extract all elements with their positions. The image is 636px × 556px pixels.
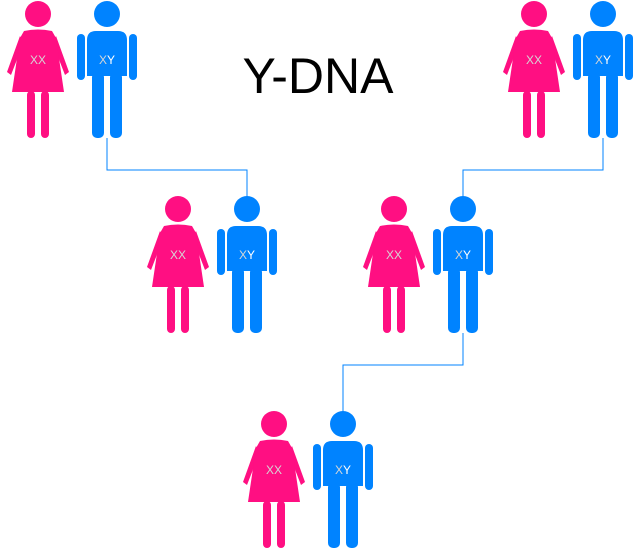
man-leg-left [328, 482, 340, 548]
man-icon [313, 411, 373, 548]
man-leg-right [346, 482, 358, 548]
connector-layer [106, 138, 604, 412]
woman-icon [7, 1, 69, 138]
y-inheritance-connector [342, 333, 464, 412]
man-leg-right [110, 72, 122, 138]
man-icon [573, 1, 633, 138]
man-head [450, 196, 476, 222]
woman-chromosome-label: XX [30, 53, 46, 67]
man-arm-right [485, 229, 493, 275]
man-chromosome-label: XY [595, 53, 611, 67]
woman-icon [503, 1, 565, 138]
man-head [590, 1, 616, 27]
woman-leg-right [537, 91, 545, 138]
man-arm-right [269, 229, 277, 275]
woman-leg-right [41, 91, 49, 138]
man-arm-left [77, 34, 85, 80]
man-chromosome-label: XY [99, 53, 115, 67]
man-arm-right [365, 444, 373, 490]
woman-head [261, 411, 287, 437]
man-torso [443, 226, 483, 271]
man-leg-right [466, 267, 478, 333]
man-leg-left [92, 72, 104, 138]
man-chromosome-label: XY [335, 463, 351, 477]
man-arm-left [433, 229, 441, 275]
woman-leg-left [383, 286, 391, 333]
woman-icon [243, 411, 305, 548]
woman-head [521, 1, 547, 27]
diagram-title: Y-DNA [242, 48, 394, 104]
woman-head [25, 1, 51, 27]
woman-leg-left [523, 91, 531, 138]
man-arm-left [573, 34, 581, 80]
woman-dress [368, 224, 420, 287]
man-torso [323, 441, 363, 486]
man-head [234, 196, 260, 222]
woman-chromosome-label: XX [526, 53, 542, 67]
y-inheritance-connector [106, 138, 248, 197]
woman-leg-right [181, 286, 189, 333]
woman-dress [152, 224, 204, 287]
man-arm-left [217, 229, 225, 275]
woman-dress [248, 439, 300, 502]
woman-dress [508, 29, 560, 92]
man-leg-right [606, 72, 618, 138]
woman-leg-right [277, 501, 285, 548]
woman-leg-left [167, 286, 175, 333]
man-chromosome-label: XY [455, 248, 471, 262]
woman-leg-left [263, 501, 271, 548]
man-chromosome-label: XY [239, 248, 255, 262]
man-icon [217, 196, 277, 333]
woman-leg-right [397, 286, 405, 333]
woman-leg-left [27, 91, 35, 138]
man-leg-left [448, 267, 460, 333]
man-icon [433, 196, 493, 333]
man-head [94, 1, 120, 27]
woman-head [381, 196, 407, 222]
woman-dress [12, 29, 64, 92]
man-torso [583, 31, 623, 76]
man-leg-right [250, 267, 262, 333]
man-leg-left [588, 72, 600, 138]
woman-chromosome-label: XX [266, 463, 282, 477]
man-arm-right [625, 34, 633, 80]
man-arm-right [129, 34, 137, 80]
man-torso [227, 226, 267, 271]
man-leg-left [232, 267, 244, 333]
woman-icon [363, 196, 425, 333]
man-arm-left [313, 444, 321, 490]
man-torso [87, 31, 127, 76]
woman-chromosome-label: XX [170, 248, 186, 262]
woman-chromosome-label: XX [386, 248, 402, 262]
man-icon [77, 1, 137, 138]
man-head [330, 411, 356, 437]
woman-head [165, 196, 191, 222]
people-layer: XX XY XX XY XX XY XX XY XX XY [7, 1, 633, 548]
woman-icon [147, 196, 209, 333]
y-inheritance-connector [462, 138, 604, 197]
